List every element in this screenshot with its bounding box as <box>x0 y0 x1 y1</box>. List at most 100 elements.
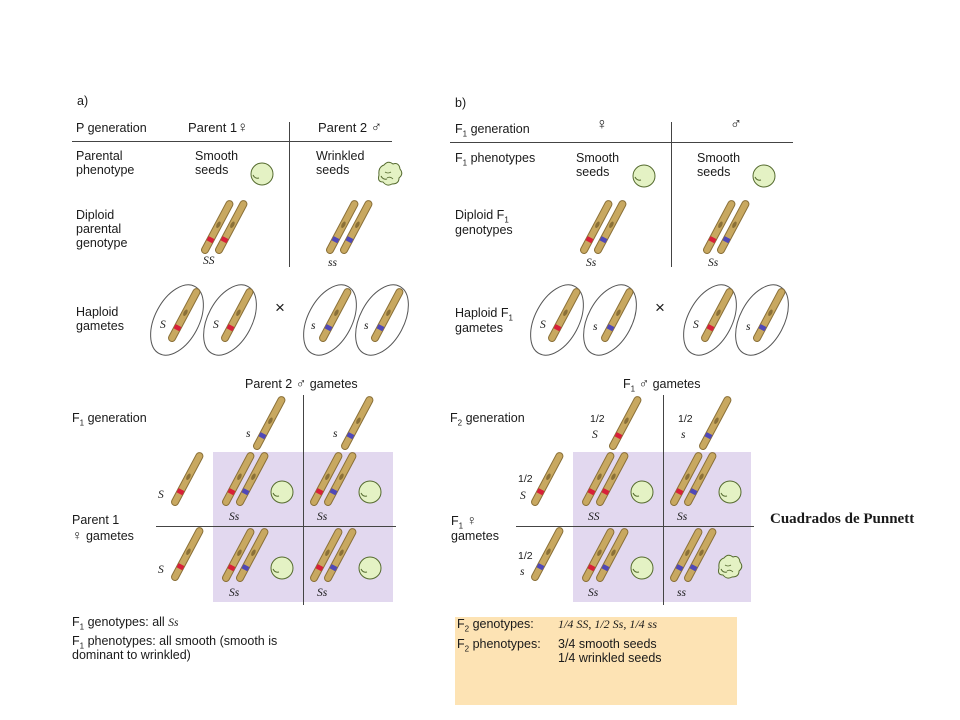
male-symbol: ♂ <box>370 119 383 136</box>
punnett-b-cell1-chromosome-2 <box>596 452 629 506</box>
col-gamete-chromosome-b2 <box>699 396 732 450</box>
p-generation-rule-a <box>72 141 392 142</box>
smooth-seeds-label-b2: Smooth seeds <box>697 151 741 179</box>
row-gamete-s-b: s <box>520 566 525 578</box>
row-gamete-chromosome-a1 <box>171 452 204 506</box>
f2-genotypes-value: 1/4 SS, 1/2 Ss, 1/4 ss <box>558 617 658 631</box>
f1-genotypes-summary: F1 genotypes: all Ss <box>72 615 179 632</box>
gamete-s-b1: s <box>593 321 598 333</box>
col-gamete-chromosome-a2 <box>341 396 374 450</box>
f1-female-diploid-chromosome-1 <box>580 200 613 254</box>
gamete-ellipse-b1 <box>530 284 584 356</box>
punnett-a-cell4-chromosome-1 <box>310 528 343 582</box>
punnett-vline-b <box>663 395 664 605</box>
parent1-diploid-chromosome-2 <box>215 200 248 254</box>
f2-phenotypes-value-2: 1/4 wrinkled seeds <box>558 651 662 663</box>
haploid-s-a3 <box>319 288 352 342</box>
punnett-hline-a <box>156 526 396 527</box>
gamete-ellipse-b4 <box>735 284 789 356</box>
gamete-ellipse-a2 <box>203 284 257 356</box>
parent2-header: Parent 2 ♂ <box>318 119 383 136</box>
f1-generation-rule-b <box>450 142 793 143</box>
haploid-S-a1 <box>168 288 201 342</box>
haploid-S-b1 <box>548 288 581 342</box>
f1-male-gametes-header: F1 ♂ gametes <box>623 375 701 394</box>
punnett-a-cell3-chromosome-2 <box>236 528 269 582</box>
gamete-s-b2: s <box>746 321 751 333</box>
f1-generation-label-a: F1 generation <box>72 411 147 428</box>
wrinkled-seeds-label-a: Wrinkled seeds <box>316 149 365 177</box>
punnett-a-pea-3 <box>270 556 294 580</box>
smooth-seeds-label-a: Smooth seeds <box>195 149 239 177</box>
f1-female-gametes-label: F1 ♀gametes <box>451 512 499 544</box>
male-symbol-b: ♂ <box>730 116 742 133</box>
genotype-SS-a: SS <box>203 255 215 267</box>
parental-phenotype-label: Parental phenotype <box>76 149 135 177</box>
punnett-hline-b <box>516 526 754 527</box>
gamete-ellipse-b2 <box>583 284 637 356</box>
gamete-ellipse-b3 <box>683 284 737 356</box>
col-gamete-s-b: s <box>681 429 686 441</box>
female-symbol-b: ♀ <box>596 116 608 133</box>
smooth-pea-icon <box>752 164 776 188</box>
col-gamete-chromosome-a1 <box>253 396 286 450</box>
f1-male-diploid-chromosome-2 <box>717 200 750 254</box>
haploid-S-a2 <box>221 288 254 342</box>
f2-phenotypes-summary: F2 phenotypes: <box>457 637 541 654</box>
parent2-diploid-chromosome-2 <box>340 200 373 254</box>
punnett-a-cell1-chromosome-2 <box>236 452 269 506</box>
panel-a-label: a) <box>77 94 89 108</box>
haploid-S-b3 <box>701 288 734 342</box>
female-symbol: ♀ <box>237 119 249 136</box>
f2-genotypes-summary: F2 genotypes: <box>457 617 534 634</box>
female-symbol: ♀ <box>72 527 83 543</box>
genotype-ss-a: ss <box>328 257 337 269</box>
punnett-b-cell2-chromosome-2 <box>684 452 717 506</box>
row-gamete-S-b: S <box>520 490 526 502</box>
gamete-S-a1: S <box>160 319 166 331</box>
punnett-vline-a <box>303 395 304 605</box>
gamete-S-a2: S <box>213 319 219 331</box>
punnett-a-cell-1: Ss <box>229 511 240 523</box>
haploid-gametes-label-a: Haploid gametes <box>76 305 124 333</box>
punnett-a-cell4-chromosome-2 <box>324 528 357 582</box>
p-generation-label: P generation <box>76 121 147 135</box>
f2-phenotypes-value-1: 3/4 smooth seeds <box>558 637 657 651</box>
col-gamete-s-a1: s <box>246 428 251 440</box>
panel-b-label: b) <box>455 96 467 110</box>
punnett-a-cell1-chromosome-1 <box>222 452 255 506</box>
diploid-parental-genotype-label: Diploid parental genotype <box>76 208 128 250</box>
col-gamete-s-a2: s <box>333 428 338 440</box>
wrinkled-pea-icon <box>378 161 403 186</box>
punnett-b-cell3-chromosome-1 <box>582 528 615 582</box>
parent1-diploid-chromosome-1 <box>201 200 234 254</box>
half-row-2: 1/2 <box>518 550 533 562</box>
punnett-b-cell-ss: ss <box>677 587 686 599</box>
punnett-b-cell2-chromosome-1 <box>670 452 703 506</box>
parent1-header: Parent 1♀ <box>188 119 249 136</box>
gamete-s-a2: s <box>364 320 369 332</box>
parents-divider-b <box>671 122 672 267</box>
punnett-a-pea-1 <box>270 480 294 504</box>
f1-phenotypes-label-b: F1 phenotypes <box>455 151 536 168</box>
parent2-gametes-header: Parent 2 ♂ gametes <box>245 375 358 391</box>
row-gamete-chromosome-b2 <box>531 527 564 581</box>
male-symbol: ♂ <box>638 375 650 391</box>
genotype-Ss-b1: Ss <box>586 257 597 269</box>
cross-symbol-a: × <box>275 298 285 317</box>
punnett-a-cell-3: Ss <box>229 587 240 599</box>
punnett-b-pea-4 <box>718 554 743 579</box>
punnett-b-cell4-chromosome-1 <box>670 528 703 582</box>
gamete-S-b2: S <box>693 319 699 331</box>
punnett-b-pea-2 <box>718 480 742 504</box>
punnett-b-pea-1 <box>630 480 654 504</box>
punnett-b-cell3-chromosome-2 <box>596 528 629 582</box>
col-gamete-S-b: S <box>592 429 598 441</box>
punnett-a-pea-2 <box>358 480 382 504</box>
caption-punnett: Cuadrados de Punnett <box>770 511 915 527</box>
row-gamete-S-a2: S <box>158 564 164 576</box>
f2-generation-label: F2 generation <box>450 411 525 428</box>
gamete-ellipse-a3 <box>303 284 357 356</box>
punnett-a-cell2-chromosome-2 <box>324 452 357 506</box>
